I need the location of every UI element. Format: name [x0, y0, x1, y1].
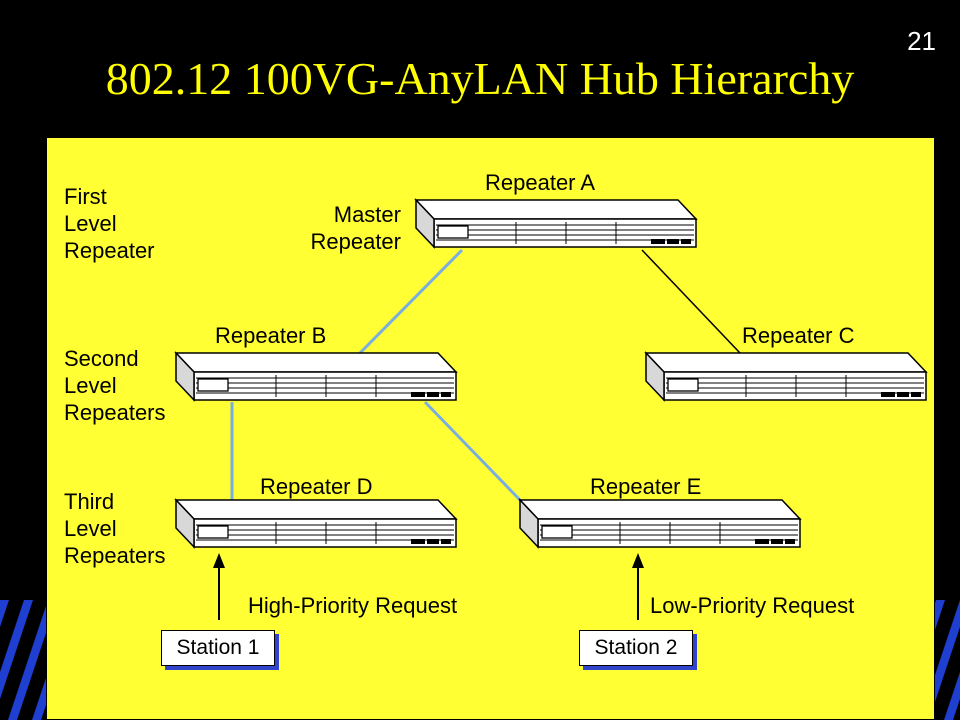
high-priority-request-label: High-Priority Request	[248, 593, 458, 618]
background-stripe	[8, 600, 57, 720]
repeater-b-hub	[175, 352, 457, 401]
link-b-e	[423, 400, 522, 502]
background-stripe	[944, 672, 960, 720]
link-a-c	[641, 249, 741, 354]
repeater-d-label: Repeater D	[260, 474, 373, 499]
slide-title: 802.12 100VG-AnyLAN Hub Hierarchy	[105, 53, 855, 104]
repeater-c-hub	[645, 352, 927, 401]
station-1-box: Station 1	[161, 630, 275, 666]
repeater-b-label: Repeater B	[215, 323, 327, 348]
low-priority-request-label: Low-Priority Request	[650, 593, 855, 618]
arrow-station-2	[632, 553, 644, 620]
repeater-c-label: Repeater C	[742, 323, 855, 348]
background-stripe	[0, 600, 33, 699]
repeater-a-hub	[415, 199, 697, 248]
background-stripe	[0, 600, 9, 627]
station-2-box: Station 2	[579, 630, 693, 666]
arrow-station-1	[213, 553, 225, 620]
repeater-e-hub	[519, 499, 801, 548]
repeater-a-label: Repeater A	[485, 170, 596, 195]
link-a-b	[358, 248, 464, 355]
repeater-d-hub	[175, 499, 457, 548]
repeater-e-label: Repeater E	[590, 474, 702, 499]
page-number: 21	[907, 26, 936, 56]
